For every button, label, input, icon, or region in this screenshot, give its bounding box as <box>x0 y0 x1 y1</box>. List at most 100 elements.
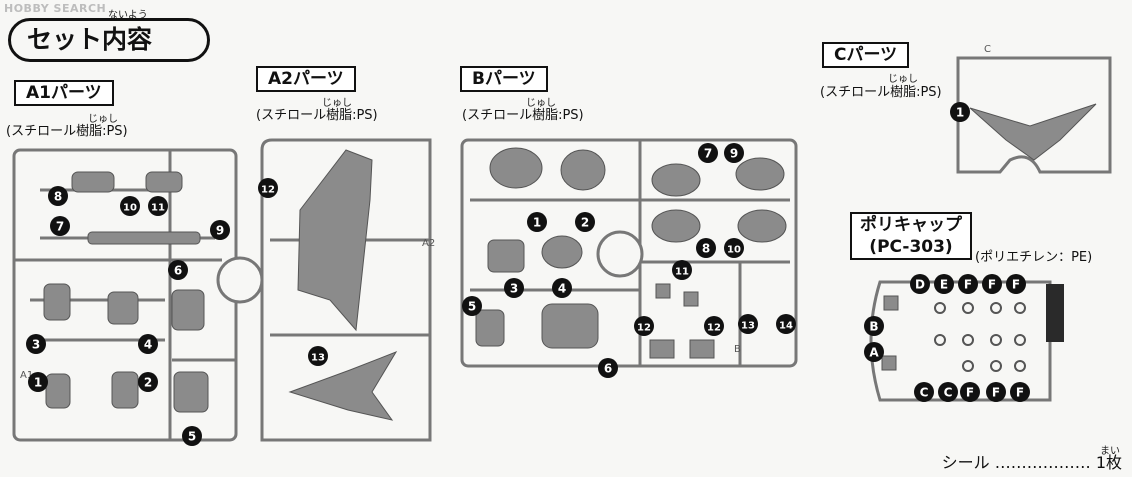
polycap-label-line2: (PC-303) <box>869 237 953 257</box>
part-marker-b-1 <box>724 143 744 163</box>
part-marker-poly-0 <box>910 274 930 294</box>
part-marker-b-5 <box>724 238 744 258</box>
part-marker-b-2 <box>527 212 547 232</box>
part-marker-label-a2-0: 12 <box>261 185 275 196</box>
c-material: (スチロール樹脂:PS) <box>820 85 942 100</box>
part-marker-poly-9 <box>960 382 980 402</box>
part-marker-poly-4 <box>1006 274 1026 294</box>
part-marker-label-b-4: 8 <box>702 242 710 256</box>
c-runner-label: Cパーツ <box>822 42 910 68</box>
part-marker-a2-1 <box>308 346 328 366</box>
part-marker-poly-3 <box>982 274 1002 294</box>
part-marker-poly-2 <box>958 274 978 294</box>
part-marker-a1-4 <box>210 220 230 240</box>
part-marker-poly-5 <box>864 316 884 336</box>
part-marker-label-b-6: 3 <box>510 282 518 296</box>
part-marker-b-7 <box>552 278 572 298</box>
part-marker-a1-9 <box>138 372 158 392</box>
part-marker-label-b-8: 11 <box>675 267 689 278</box>
a1-material-ruby: じゅし <box>88 114 118 125</box>
a2-material-ruby: じゅし <box>322 98 352 109</box>
part-marker-b-3 <box>575 212 595 232</box>
part-marker-b-9 <box>462 296 482 316</box>
part-marker-b-12 <box>738 314 758 334</box>
c-runner-frame <box>956 56 1112 174</box>
part-marker-poly-1 <box>934 274 954 294</box>
a1-runner-label: A1パーツ <box>14 80 114 106</box>
part-marker-label-b-2: 1 <box>533 216 541 230</box>
watermark: HOBBY SEARCH <box>4 2 107 15</box>
part-marker-label-a1-6: 3 <box>32 338 40 352</box>
seal-ruby: まい <box>1100 446 1120 457</box>
part-marker-label-a1-3: 11 <box>151 203 165 214</box>
a1-material: (スチロール樹脂:PS) <box>6 124 128 139</box>
part-marker-poly-10 <box>986 382 1006 402</box>
part-marker-a1-6 <box>26 334 46 354</box>
part-marker-b-0 <box>698 143 718 163</box>
part-marker-label-a1-4: 9 <box>216 224 224 238</box>
part-marker-label-b-9: 5 <box>468 300 476 314</box>
part-marker-label-a1-10: 5 <box>188 430 196 444</box>
part-marker-label-b-10: 12 <box>637 323 651 334</box>
part-marker-label-poly-10: F <box>992 386 1000 400</box>
part-marker-label-a1-9: 2 <box>144 376 152 390</box>
page-title: セット内容 <box>8 18 210 62</box>
part-marker-label-poly-11: F <box>1016 386 1024 400</box>
part-marker-a1-2 <box>120 196 140 216</box>
part-marker-label-poly-4: F <box>1012 278 1020 292</box>
seal-count: シール ……………… 1枚 <box>941 453 1122 472</box>
b-runner-frame <box>460 138 798 368</box>
a2-material: (スチロール樹脂:PS) <box>256 108 378 123</box>
part-marker-label-b-0: 7 <box>704 147 712 161</box>
part-marker-label-poly-5: B <box>869 320 878 334</box>
part-marker-a1-10 <box>182 426 202 446</box>
part-marker-c-0 <box>950 102 970 122</box>
part-marker-a1-1 <box>50 216 70 236</box>
part-marker-label-a2-1: 13 <box>311 353 325 364</box>
polycap-material: (ポリエチレン：PE) <box>975 250 1093 265</box>
b-stamp: B <box>734 344 741 355</box>
part-marker-label-poly-6: A <box>869 346 879 360</box>
part-marker-label-b-12: 13 <box>741 321 755 332</box>
part-marker-label-b-14: 6 <box>604 362 612 376</box>
part-marker-label-a1-5: 6 <box>174 264 182 278</box>
part-marker-b-8 <box>672 260 692 280</box>
part-marker-a1-5 <box>168 260 188 280</box>
a2-runner-label: A2パーツ <box>256 66 356 92</box>
a2-stamp: A2 <box>422 238 435 249</box>
part-marker-label-a1-1: 7 <box>56 220 64 234</box>
b-material: (スチロール樹脂:PS) <box>462 108 584 123</box>
part-marker-label-poly-1: E <box>940 278 948 292</box>
a1-stamp: A1 <box>20 370 33 381</box>
part-marker-b-14 <box>598 358 618 378</box>
part-marker-poly-8 <box>938 382 958 402</box>
part-marker-label-a1-7: 4 <box>144 338 152 352</box>
c-material-ruby: じゅし <box>888 74 918 85</box>
c-stamp: C <box>984 44 991 55</box>
part-marker-label-b-5: 10 <box>727 245 741 256</box>
part-marker-poly-11 <box>1010 382 1030 402</box>
part-marker-b-11 <box>704 316 724 336</box>
part-marker-a1-0 <box>48 186 68 206</box>
b-runner-label: Bパーツ <box>460 66 548 92</box>
part-marker-b-13 <box>776 314 796 334</box>
part-marker-label-b-7: 4 <box>558 282 566 296</box>
part-marker-a1-8 <box>28 372 48 392</box>
part-marker-a1-3 <box>148 196 168 216</box>
part-marker-label-a1-8: 1 <box>34 376 42 390</box>
part-marker-label-poly-9: F <box>966 386 974 400</box>
part-marker-poly-7 <box>914 382 934 402</box>
part-marker-label-a1-2: 10 <box>123 203 137 214</box>
part-marker-poly-6 <box>864 342 884 362</box>
polycap-label-line1: ポリキャップ <box>860 215 962 235</box>
polycap-label: ポリキャップ (PC-303) <box>850 212 972 260</box>
title-ruby: ないよう <box>108 10 148 21</box>
part-marker-label-poly-8: C <box>944 386 953 400</box>
part-marker-a1-7 <box>138 334 158 354</box>
part-marker-b-4 <box>696 238 716 258</box>
part-marker-label-a1-0: 8 <box>54 190 62 204</box>
part-marker-label-poly-7: C <box>920 386 929 400</box>
part-marker-label-b-3: 2 <box>581 216 589 230</box>
